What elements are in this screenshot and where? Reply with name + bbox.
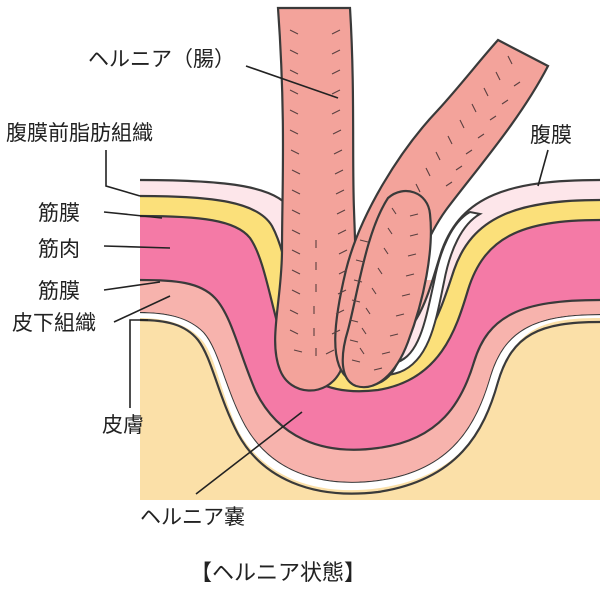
label-skin: 皮膚 <box>102 413 144 437</box>
muscle-layer <box>140 216 600 450</box>
leader-fascia-upper <box>103 211 163 219</box>
outer-envelope <box>140 318 600 500</box>
leader-skin <box>129 319 148 408</box>
intestine-hatching <box>289 29 521 371</box>
preperitoneal-layer <box>140 180 600 369</box>
leader-muscle <box>103 245 171 249</box>
fascia-upper-line <box>139 214 600 393</box>
leader-subcutaneous <box>113 295 171 323</box>
label-fascia-lower: 筋膜 <box>38 279 80 303</box>
intestine-loop-left <box>274 6 357 392</box>
label-peritoneum: 腹膜 <box>530 123 572 147</box>
label-muscle: 筋肉 <box>38 237 80 261</box>
fascia-lower-line <box>139 278 600 451</box>
leader-hernia-sac <box>195 411 303 495</box>
leader-hernia-intestine <box>245 65 339 99</box>
intestine-loop-middle <box>341 189 432 389</box>
leader-fascia-lower <box>103 281 161 291</box>
label-preperitoneal-fat: 腹膜前脂肪組織 <box>6 121 153 145</box>
label-hernia-sac: ヘルニア嚢 <box>140 505 245 529</box>
label-fascia-upper: 筋膜 <box>38 201 80 225</box>
label-hernia-intestine: ヘルニア（腸） <box>88 47 235 71</box>
diagram-title: 【ヘルニア状態】 <box>190 561 366 586</box>
leader-preperitoneal <box>105 150 141 197</box>
leader-lines <box>103 65 549 495</box>
leader-peritoneum <box>537 149 549 187</box>
label-subcutaneous-tissue: 皮下組織 <box>12 311 96 335</box>
skin-layer <box>139 318 600 495</box>
subcutaneous-top-fill <box>140 280 600 482</box>
